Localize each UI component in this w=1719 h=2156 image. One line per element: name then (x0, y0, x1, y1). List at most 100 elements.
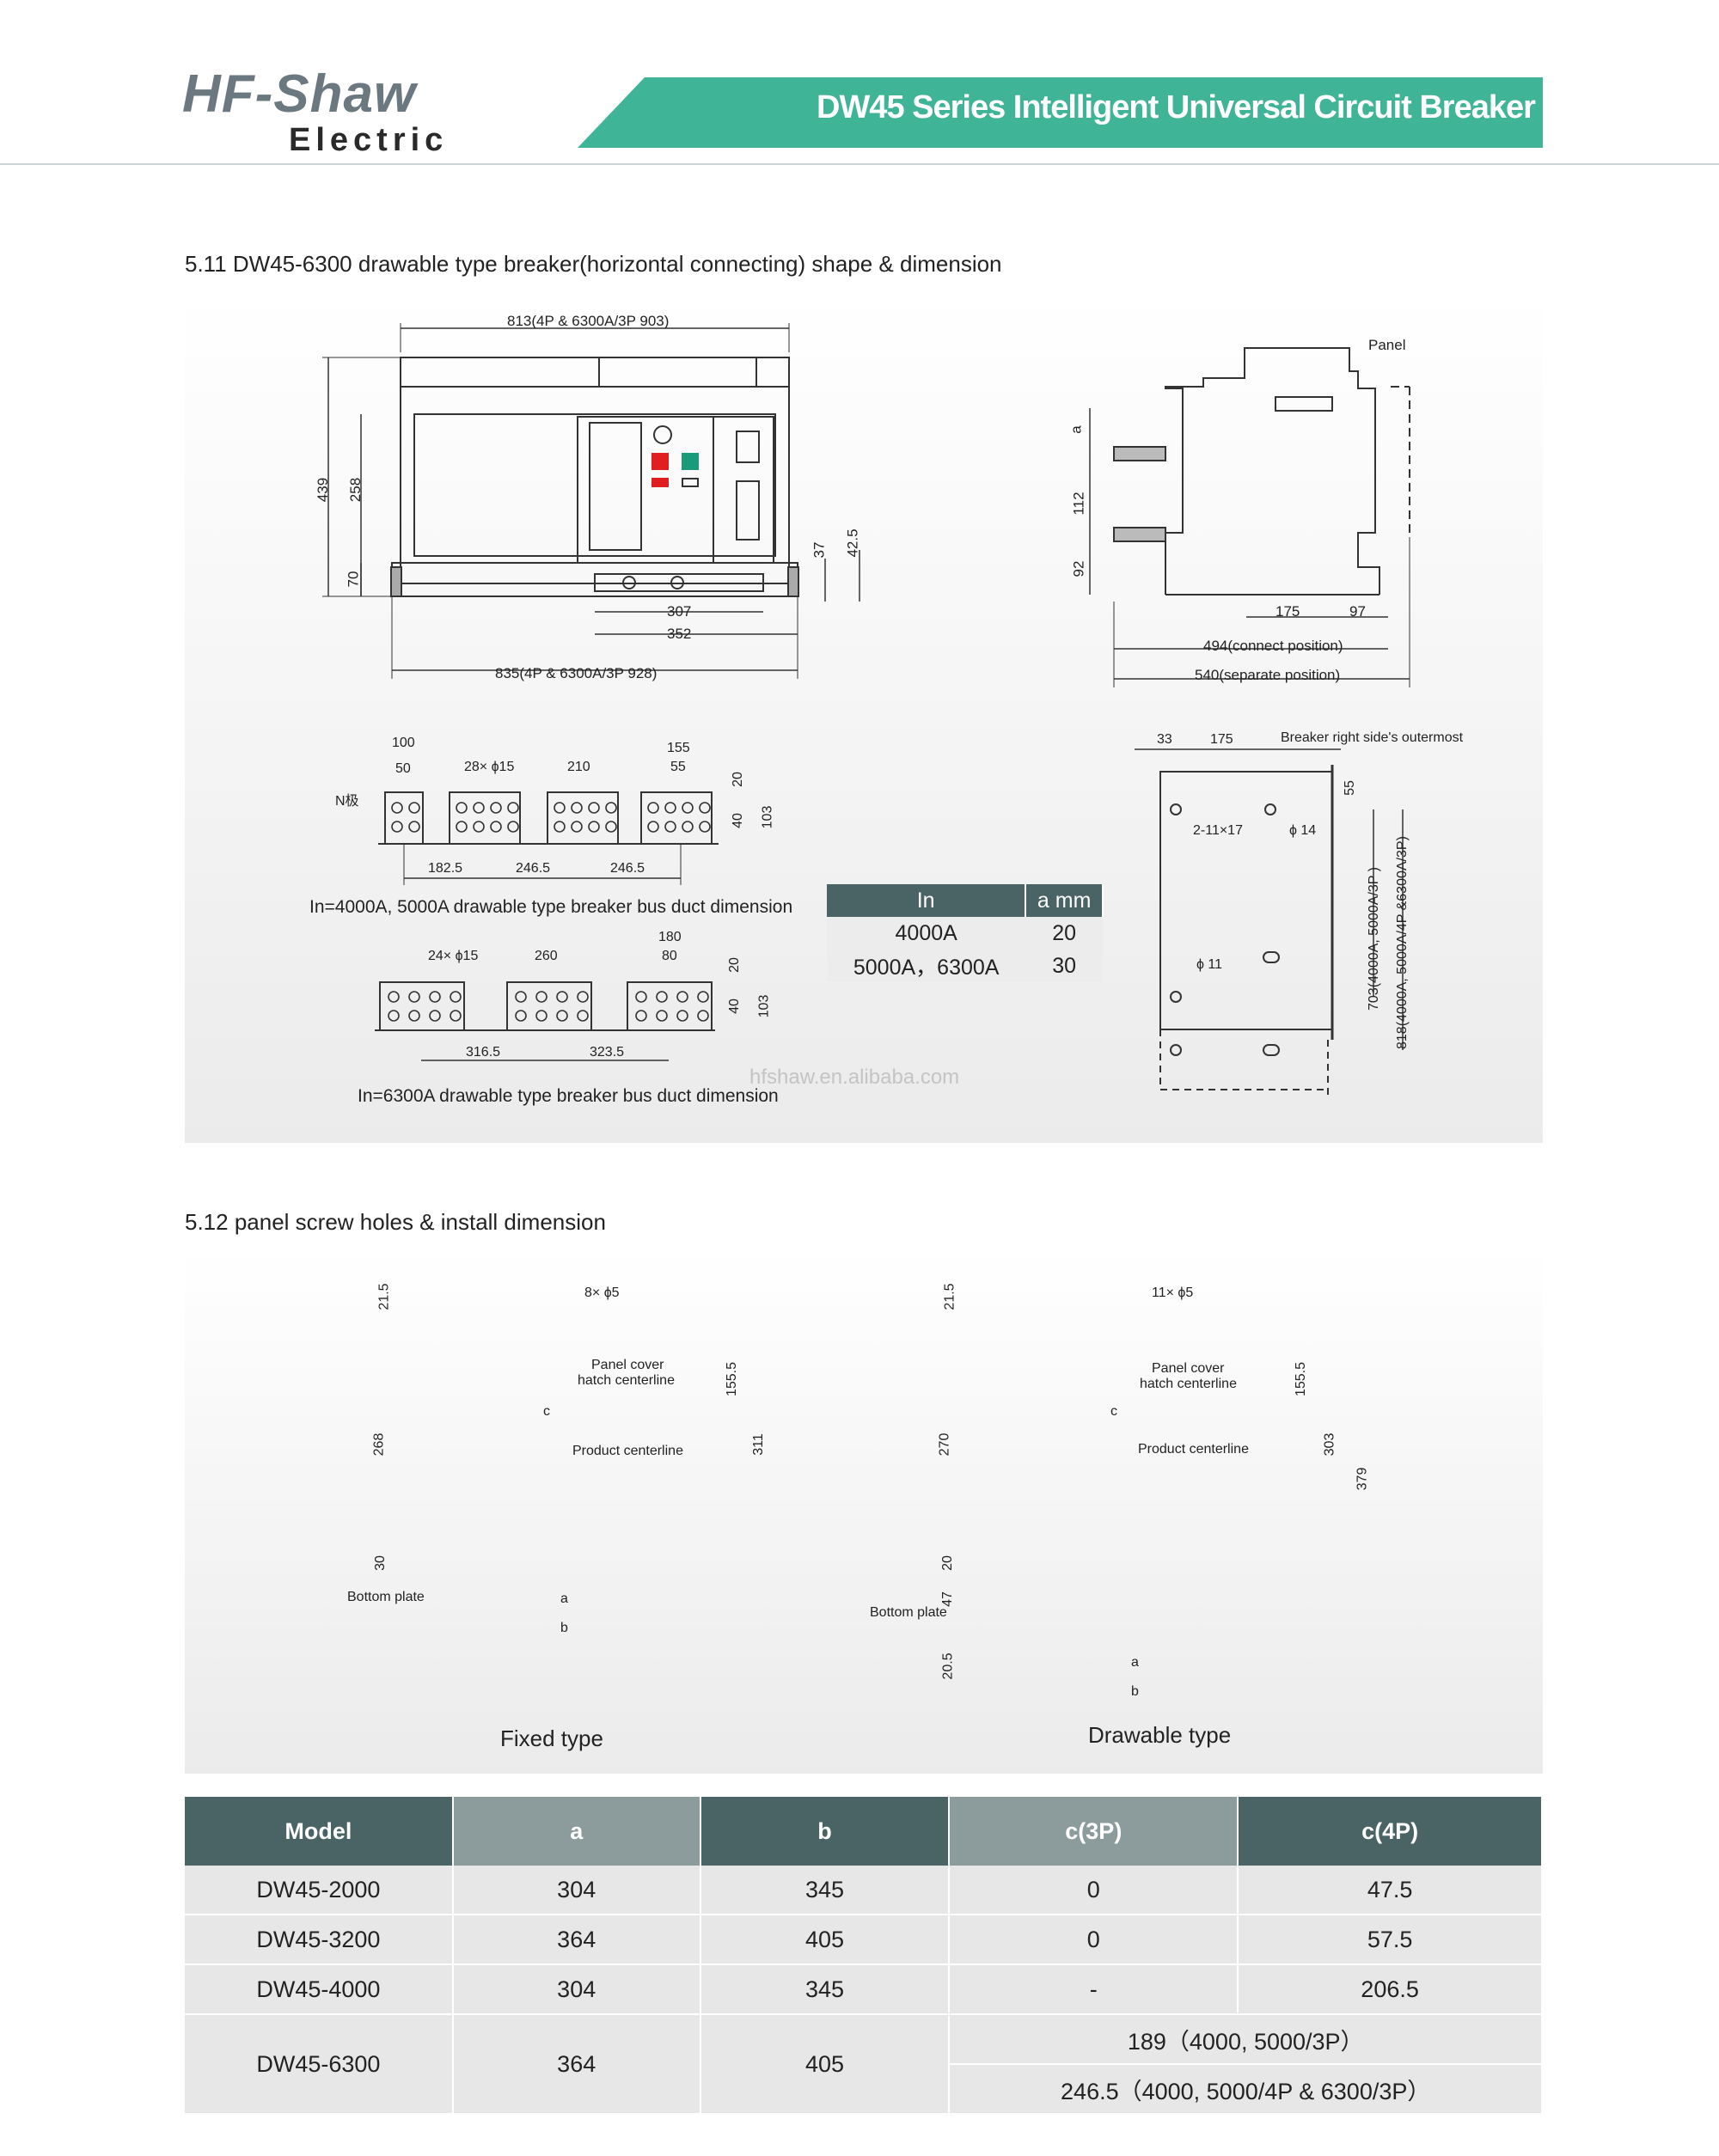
rating-cell: 5000A，6300A (827, 950, 1026, 982)
dim-bus2-260: 260 (535, 949, 558, 963)
dim-drawable-303: 303 (1322, 1432, 1337, 1457)
bus-hole (535, 1010, 548, 1022)
rating-header-in: In (827, 884, 1027, 917)
table-cell: 405 (700, 1915, 951, 1965)
dimension-table: Model a b c(3P) c(4P) DW45-2000 304 345 … (185, 1797, 1543, 2115)
dim-bus1-50: 50 (395, 761, 411, 776)
table-cell: 206.5 (1238, 1964, 1543, 2015)
dim-bus2-40: 40 (726, 999, 742, 1014)
dim-drawable-270: 270 (937, 1432, 952, 1457)
label-drawable-product: Product centerline (1138, 1442, 1249, 1457)
caption-drawable-type: Drawable type (1088, 1722, 1232, 1748)
bus-hole (664, 821, 676, 833)
dim-97: 97 (1349, 603, 1366, 620)
bus-hole (647, 821, 659, 833)
bus-hole (556, 991, 568, 1003)
header-b: b (700, 1797, 951, 1866)
dim-drawable-b: b (1131, 1684, 1139, 1699)
header-divider (0, 163, 1719, 165)
bus-hole (682, 821, 694, 833)
label-fixed-holes: 8× ϕ5 (584, 1286, 620, 1300)
table-cell: - (949, 1964, 1239, 2015)
bus-hole (697, 1010, 709, 1022)
label-drawable-hatch-1: Panel cover (1152, 1361, 1225, 1376)
table-cell: 57.5 (1238, 1915, 1543, 1965)
caption-fixed-type: Fixed type (500, 1725, 603, 1751)
label-bus1-holes: 28× ϕ15 (464, 760, 515, 774)
dim-112: 112 (1070, 492, 1087, 516)
dim-439: 439 (315, 477, 332, 503)
bus-hole (588, 821, 600, 833)
dim-fixed-30: 30 (372, 1555, 388, 1571)
dim-bus2-20: 20 (726, 957, 742, 973)
dim-352: 352 (667, 626, 692, 642)
right-side-view-drawing (1135, 748, 1404, 1096)
rating-table: In a mm 4000A 20 5000A，6300A 30 (827, 884, 1104, 982)
banner-title: DW45 Series Intelligent Universal Circui… (817, 89, 1536, 125)
bus-hole (554, 821, 566, 833)
dim-fixed-268: 268 (371, 1432, 387, 1457)
dim-bus1-246-5a: 246.5 (516, 861, 551, 876)
dim-bus1-55: 55 (670, 760, 686, 774)
table-cell: DW45-3200 (185, 1915, 454, 1965)
label-fixed-bottom-plate: Bottom plate (347, 1590, 425, 1604)
bus-hole (515, 991, 527, 1003)
bus-hole (515, 1010, 527, 1022)
rating-cell: 20 (1025, 917, 1103, 950)
dim-fixed-c: c (543, 1404, 550, 1419)
dim-separate-position: 540(separate position) (1195, 667, 1341, 683)
dim-bus1-20: 20 (730, 772, 745, 787)
dim-right-55: 55 (1342, 780, 1357, 796)
dim-fixed-155-5: 155.5 (725, 1361, 740, 1397)
bus-hole (408, 991, 420, 1003)
bus-hole (676, 991, 688, 1003)
bus-hole (656, 991, 668, 1003)
dim-fixed-a: a (560, 1591, 568, 1606)
bus-hole (450, 991, 462, 1003)
bus-hole (429, 1010, 441, 1022)
bus-hole (647, 802, 659, 814)
dim-drawable-c: c (1110, 1404, 1117, 1419)
dim-bus2-323-5: 323.5 (590, 1045, 625, 1060)
dim-bus1-182-5: 182.5 (428, 861, 463, 876)
table-cell: 304 (452, 1866, 701, 1915)
dim-bus1-103: 103 (760, 805, 775, 829)
bus-hole (699, 821, 711, 833)
table-cell: 246.5（4000, 5000/4P & 6300/3P） (949, 2064, 1543, 2115)
label-phi14: ϕ 14 (1289, 823, 1317, 838)
caption-bus1: In=4000A, 5000A drawable type breaker bu… (309, 897, 793, 917)
dim-drawable-155-5: 155.5 (1294, 1361, 1309, 1397)
bus-hole (571, 821, 583, 833)
bus-hole (408, 1010, 420, 1022)
bus-hole (507, 821, 519, 833)
title-banner (578, 77, 1543, 148)
bus-hole (456, 821, 468, 833)
dim-92: 92 (1070, 560, 1087, 577)
bus-hole (429, 991, 441, 1003)
table-cell: 364 (452, 2014, 701, 2115)
dim-fixed-21-5: 21.5 (376, 1283, 392, 1310)
table-cell: 304 (452, 1964, 701, 2015)
dim-70: 70 (345, 571, 362, 588)
rating-header-a: a mm (1025, 884, 1104, 917)
table-row: DW45-3200 364 405 0 57.5 (185, 1915, 1543, 1965)
bus-hole (388, 1010, 400, 1022)
header-c3p: c(3P) (949, 1797, 1239, 1866)
dim-drawable-a: a (1131, 1655, 1139, 1670)
table-cell: 189（4000, 5000/3P） (949, 2014, 1543, 2065)
bus-hole (571, 802, 583, 814)
dim-fixed-b: b (560, 1621, 568, 1635)
bus-hole (682, 802, 694, 814)
bus-hole (391, 821, 403, 833)
bus-hole (577, 1010, 589, 1022)
dim-37: 37 (811, 541, 828, 559)
brand-logo: HF-Shaw (182, 64, 417, 124)
table-row: DW45-2000 304 345 0 47.5 (185, 1866, 1543, 1915)
table-row: DW45-4000 304 345 - 206.5 (185, 1964, 1543, 2015)
front-view-drawing (322, 323, 860, 679)
table-cell: DW45-6300 (185, 2014, 454, 2115)
rating-cell: 4000A (827, 917, 1026, 950)
dim-bus2-80: 80 (662, 949, 677, 963)
label-fixed-product: Product centerline (572, 1444, 683, 1458)
dim-bus1-40: 40 (730, 813, 745, 828)
